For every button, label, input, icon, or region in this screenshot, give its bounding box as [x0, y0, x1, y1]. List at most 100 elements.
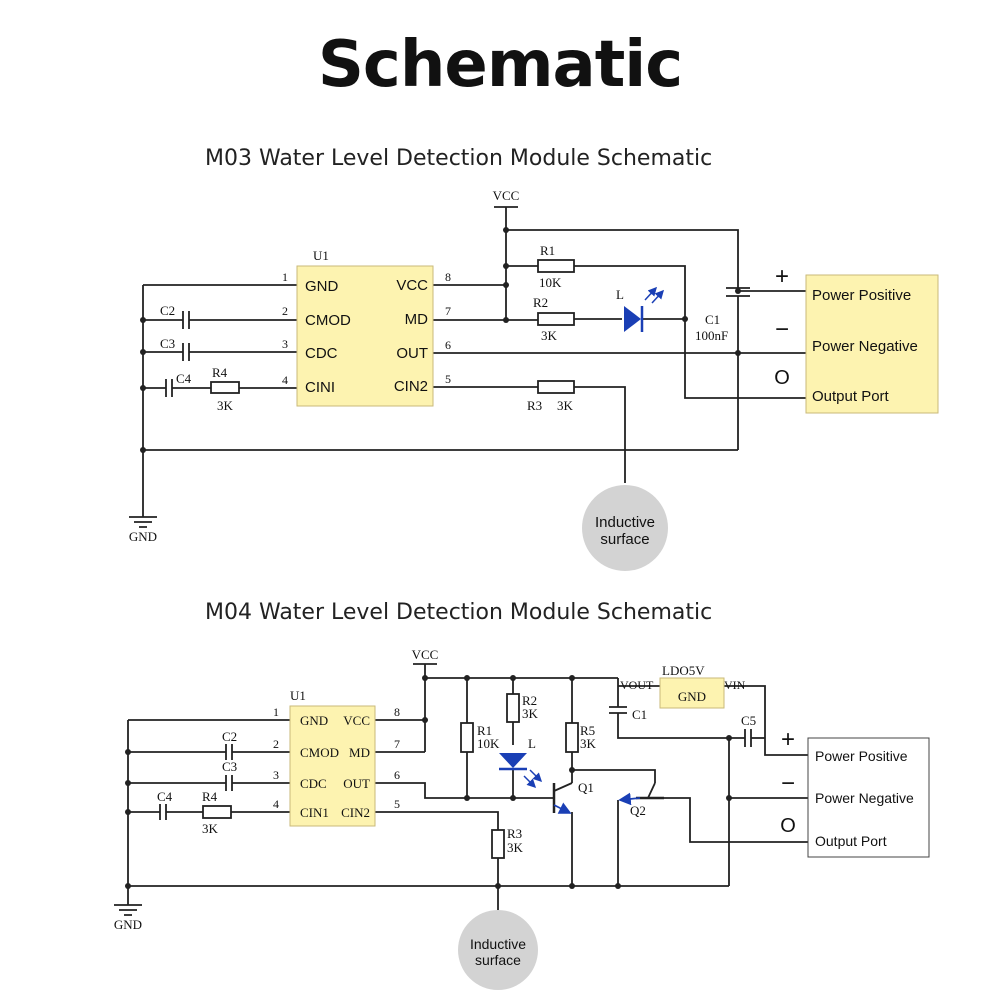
m04-c5-capacitor	[744, 729, 752, 747]
m03-pin-num: 3	[282, 337, 288, 351]
m03-led-icon	[624, 286, 665, 332]
m04-vcc-label: VCC	[412, 647, 439, 662]
m03-pin-num: 1	[282, 270, 288, 284]
m04-chip-u1	[289, 705, 376, 827]
m03-r1-label: R1	[540, 243, 555, 258]
m03-connector-pin: Output Port	[812, 388, 890, 405]
m03-sensor-label: surface	[600, 531, 649, 548]
m04-r2-resistor	[506, 693, 520, 723]
m04-diagram: VCC GND C2 C3 C4 R4 3K U1 1 2 3 4 GND CM…	[114, 647, 930, 990]
m03-led-label: L	[616, 287, 624, 302]
m04-q2-transistor	[618, 782, 664, 806]
m04-ldo-regulator	[659, 677, 725, 709]
m03-r1-resistor	[537, 259, 575, 273]
m04-caption: M04 Water Level Detection Module Schemat…	[205, 600, 713, 625]
m03-diagram: VCC GND C2 C3 C4 R4 3K U1 1 2 3 4 GND CM…	[129, 188, 939, 571]
m03-caption: M03 Water Level Detection Module Schemat…	[205, 146, 713, 171]
m03-c2-label: C2	[160, 303, 175, 318]
m03-pin-name: CDC	[305, 345, 338, 362]
m04-r1-resistor	[460, 722, 474, 753]
m04-minus-sign: −	[781, 770, 795, 797]
m04-pin-name: GND	[300, 713, 328, 728]
m04-connector	[807, 737, 930, 858]
m04-ldo-gnd-label: GND	[678, 689, 706, 704]
m04-chip-ref: U1	[290, 688, 306, 703]
m04-connector-pin: Power Positive	[815, 748, 908, 764]
m03-pin-num: 5	[445, 372, 451, 386]
m03-gnd-label: GND	[129, 529, 157, 544]
m03-pin-name: OUT	[396, 345, 428, 362]
m03-chip-u1	[296, 265, 434, 407]
m03-vcc-label: VCC	[493, 188, 520, 203]
m03-pin-name: CIN2	[394, 378, 428, 395]
m04-output-sign: O	[780, 815, 796, 837]
m03-pin-name: CINI	[305, 379, 335, 396]
m03-r4-value: 3K	[217, 398, 234, 413]
m04-pin-num: 3	[273, 768, 279, 782]
page-title: Schematic	[317, 28, 683, 102]
m03-r3-label: R3	[527, 398, 542, 413]
m03-pin-num: 7	[445, 304, 451, 318]
m03-pin-name: CMOD	[305, 312, 351, 329]
m04-r3-label: R3	[507, 826, 522, 841]
m03-c4-label: C4	[176, 371, 192, 386]
m03-plus-sign: +	[775, 263, 789, 290]
m03-pin-name: VCC	[396, 277, 428, 294]
m04-q2-label: Q2	[630, 803, 646, 818]
m04-pin-name: CIN1	[300, 805, 329, 820]
m04-c1-capacitor	[609, 706, 627, 714]
m04-pin-name: MD	[349, 745, 370, 760]
m04-r4-label: R4	[202, 789, 218, 804]
m04-r5-label: R5	[580, 723, 595, 738]
m03-r2-label: R2	[533, 295, 548, 310]
m03-pin-num: 2	[282, 304, 288, 318]
m04-r2-value: 3K	[522, 706, 539, 721]
m04-pin-name: VCC	[343, 713, 370, 728]
m04-gnd-label: GND	[114, 917, 142, 932]
m03-inductive-surface	[582, 485, 668, 571]
m04-r3-resistor	[491, 829, 505, 859]
m04-c5-label: C5	[741, 713, 756, 728]
m03-connector-pin: Power Negative	[812, 338, 918, 355]
m03-gnd-icon	[129, 516, 157, 528]
m04-connector-pin: Power Negative	[815, 790, 914, 806]
m03-r1-value: 10K	[539, 275, 562, 290]
m03-r3-resistor	[537, 380, 575, 394]
m04-inductive-surface	[458, 910, 538, 990]
m03-wires	[140, 207, 806, 517]
m04-c2-label: C2	[222, 729, 237, 744]
m03-r4-resistor	[210, 381, 240, 394]
m03-pin-num: 4	[282, 373, 288, 387]
m04-pin-num: 6	[394, 768, 400, 782]
m04-c4-capacitor	[159, 804, 167, 820]
m04-c1-label: C1	[632, 707, 647, 722]
m03-c1-value: 100nF	[695, 328, 728, 343]
m04-pin-name: CMOD	[300, 745, 339, 760]
m03-c1-capacitor	[726, 287, 750, 297]
m04-wires	[125, 664, 808, 910]
m04-sensor-label: surface	[475, 952, 521, 968]
m04-pin-name: CIN2	[341, 805, 370, 820]
m03-pin-num: 6	[445, 338, 451, 352]
m04-led-label: L	[528, 736, 536, 751]
m04-q1-transistor	[552, 782, 573, 814]
m04-pin-num: 8	[394, 705, 400, 719]
m04-pin-num: 1	[273, 705, 279, 719]
m03-chip-ref: U1	[313, 248, 329, 263]
m04-c4-label: C4	[157, 789, 173, 804]
m04-c2-capacitor	[225, 744, 233, 760]
m04-plus-sign: +	[781, 726, 795, 753]
m04-r1-label: R1	[477, 723, 492, 738]
m04-r4-value: 3K	[202, 821, 219, 836]
m04-c3-label: C3	[222, 759, 237, 774]
m03-r4-label: R4	[212, 365, 228, 380]
m04-pin-num: 5	[394, 797, 400, 811]
m03-c3-label: C3	[160, 336, 175, 351]
m03-pin-num: 8	[445, 270, 451, 284]
m04-pin-num: 7	[394, 737, 400, 751]
m03-c4-capacitor	[165, 379, 173, 397]
m04-vin-label: VIN	[724, 678, 746, 692]
m04-pin-name: CDC	[300, 776, 327, 791]
m03-minus-sign: −	[775, 316, 789, 343]
